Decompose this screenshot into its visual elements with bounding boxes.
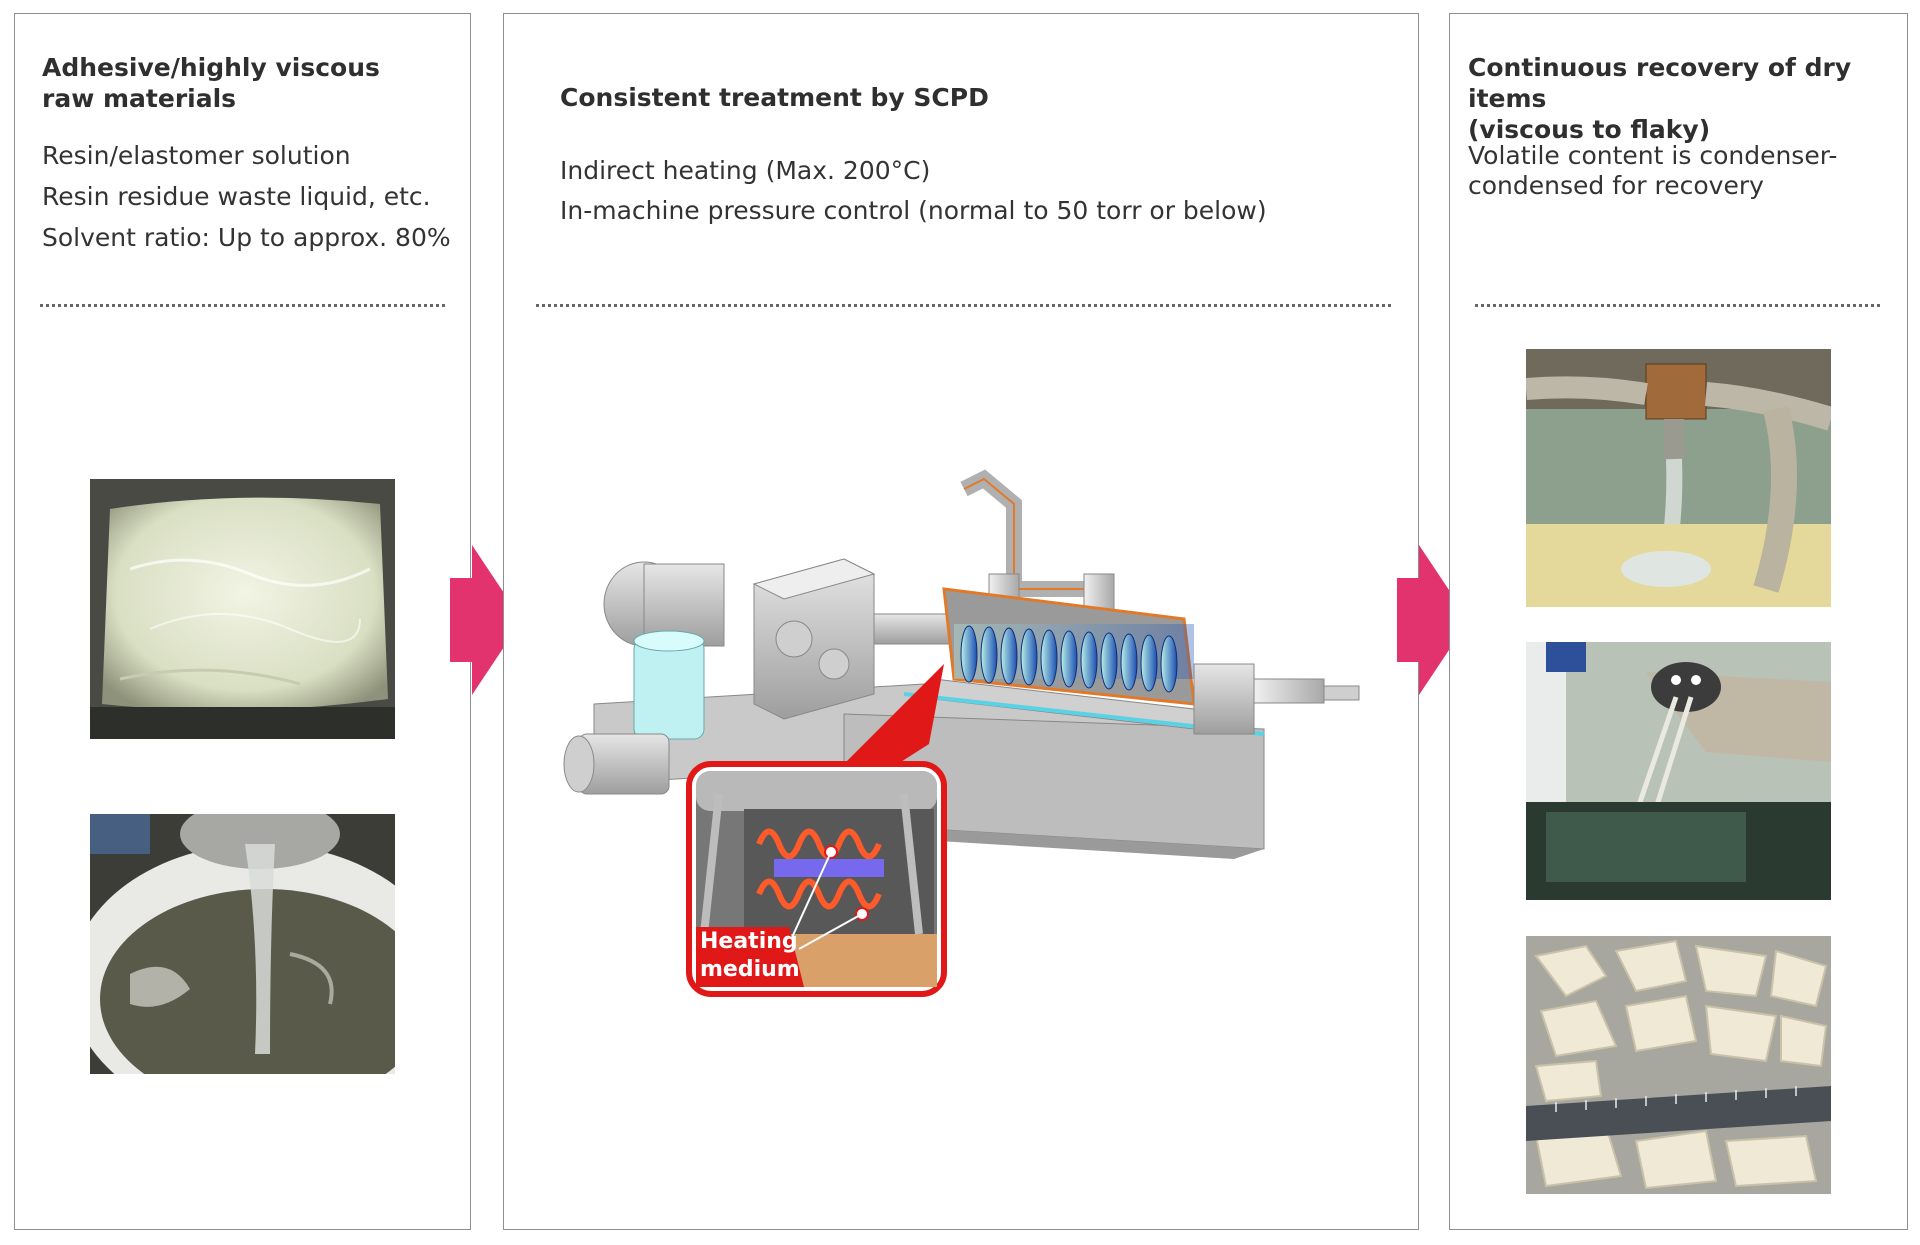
scpd-feature: In-machine pressure control (normal to 5… [560, 196, 1267, 225]
section-divider [40, 304, 445, 307]
raw-material-item: Resin/elastomer solution [42, 141, 351, 170]
process-arrow-icon [450, 545, 522, 695]
raw-materials-panel: Adhesive/highly viscous raw materials Re… [14, 13, 471, 1230]
scpd-machine-illustration [563, 469, 1360, 997]
heating-medium-label: Heating medium [700, 929, 800, 982]
scpd-title: Consistent treatment by SCPD [560, 83, 989, 112]
heating-medium-callout [686, 761, 947, 997]
dry-recovery-title: Continuous recovery of dry items (viscou… [1468, 53, 1852, 144]
scpd-treatment-panel: Consistent treatment by SCPD Indirect he… [503, 13, 1419, 1230]
flaky-product-photo [1526, 936, 1831, 1194]
raw-material-item: Resin residue waste liquid, etc. [42, 182, 431, 211]
resin-waste-liquid-photo [90, 814, 395, 1074]
section-divider [1475, 304, 1880, 307]
process-arrow-icon [1397, 545, 1469, 695]
scpd-feature: Indirect heating (Max. 200°C) [560, 156, 931, 185]
dry-recovery-description: Volatile content is condenser- condensed… [1468, 141, 1838, 200]
section-divider [536, 304, 1391, 307]
raw-material-item: Solvent ratio: Up to approx. 80% [42, 223, 451, 252]
viscous-resin-photo [90, 479, 395, 739]
viscous-discharge-photo [1526, 349, 1831, 607]
dry-recovery-panel: Continuous recovery of dry items (viscou… [1449, 13, 1908, 1230]
strand-discharge-photo [1526, 642, 1831, 900]
raw-materials-title: Adhesive/highly viscous raw materials [42, 53, 380, 113]
